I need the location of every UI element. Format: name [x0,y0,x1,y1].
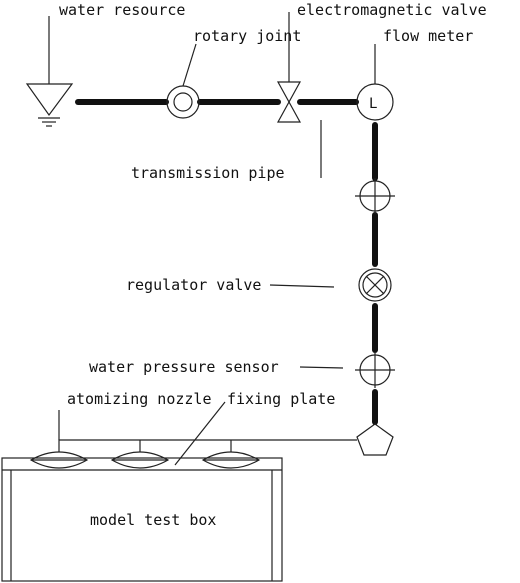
water-pressure-sensor-symbol [299,352,395,388]
pump-pentagon-symbol [356,423,394,456]
label-rotary-joint: rotary joint [193,27,301,45]
flow-meter-glyph: L [369,96,377,112]
label-model-test-box: model test box [90,511,216,529]
pressure-sensor-upper-symbol [355,178,395,214]
atomizing-nozzle-1 [29,451,89,469]
label-transmission-pipe: transmission pipe [131,164,285,182]
atomizing-nozzle-3 [201,451,261,469]
model-test-box [1,457,283,582]
label-flow-meter: flow meter [383,27,473,45]
nozzle-feed-line [58,439,357,452]
flow-meter-symbol: L [356,44,394,121]
label-water-resource: water resource [59,1,185,19]
label-fixing-plate: fixing plate [227,390,335,408]
label-atomizing-nozzle: atomizing nozzle [67,390,212,408]
regulator-valve-symbol [269,268,392,302]
water-resource-symbol [25,16,74,127]
label-water-pressure-sensor: water pressure sensor [89,358,279,376]
rotary-joint-symbol [166,43,200,119]
label-regulator-valve: regulator valve [126,276,261,294]
atomizing-nozzle-2 [110,451,170,469]
electromagnetic-valve-symbol [276,12,302,123]
label-electromagnetic-valve: electromagnetic valve [297,1,487,19]
fixing-plate-leader [174,401,226,466]
